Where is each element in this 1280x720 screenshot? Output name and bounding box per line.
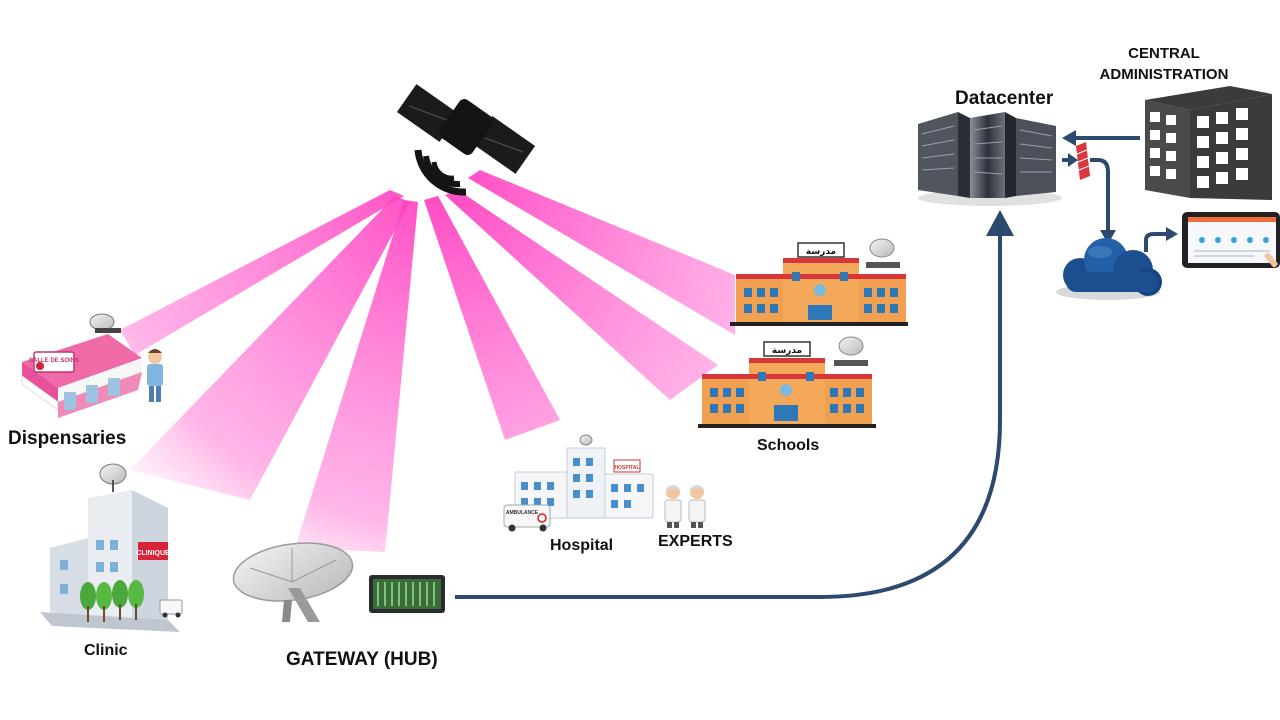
beam-hospital [424, 196, 560, 440]
firewall-to-cloud-link [1090, 158, 1110, 232]
hospital-icon: HOSPITAL AMBULANCE [503, 434, 654, 532]
experts-label: EXPERTS [658, 533, 733, 550]
beam-dispensaries [120, 190, 404, 355]
datacenter-arrowhead [986, 210, 1014, 236]
firewall-icon [1076, 142, 1090, 180]
server-rack-icon [918, 112, 1062, 206]
clinic-icon: CLINIQUE [40, 463, 183, 632]
hospital-sign: HOSPITAL [615, 465, 640, 471]
satellite-dish-icon [99, 463, 127, 492]
ambulance-sign: AMBULANCE [506, 510, 539, 516]
central-admin-label-line2: ADMINISTRATION [1099, 66, 1229, 83]
school-sign: مدرسة [772, 346, 802, 356]
gateway-label: GATEWAY (HUB) [286, 649, 438, 670]
gateway-dish-icon [232, 542, 354, 622]
beam-gateway [295, 200, 418, 552]
satellite-dish-icon [834, 336, 868, 366]
dispensaries-label: Dispensaries [8, 428, 127, 449]
doctor-icon [664, 485, 706, 528]
dispensary-icon: SALLE DE SOINS [21, 313, 142, 418]
beam-clinic [130, 196, 410, 500]
tablet-icon [1182, 212, 1280, 268]
hub-modem-icon [369, 575, 445, 613]
ambulance-icon [159, 599, 183, 618]
satellite-dish-icon [579, 434, 593, 446]
satellite-icon [396, 84, 536, 196]
satellite-beams [120, 170, 735, 552]
hub-to-datacenter-link [455, 232, 1002, 599]
satellite-dish-icon [89, 313, 121, 333]
hospital-label: Hospital [550, 537, 614, 554]
school-icon: مدرسة [730, 238, 908, 326]
office-building-icon [1145, 86, 1272, 200]
admin-arrowhead [1062, 130, 1076, 146]
datacenter-label: Datacenter [955, 88, 1054, 109]
cloud-to-tablet-link [1144, 232, 1168, 252]
clinic-label: Clinic [84, 642, 128, 659]
satellite-dish-icon [866, 238, 900, 268]
cloud-icon [1056, 238, 1162, 300]
central-admin-label-line1: CENTRAL [1128, 45, 1200, 62]
ambulance-icon: AMBULANCE [503, 504, 551, 532]
dispensary-sign: SALLE DE SOINS [29, 358, 79, 364]
schools-label: Schools [757, 437, 820, 454]
beam-school-lower [445, 190, 718, 400]
school-sign: مدرسة [806, 247, 836, 257]
trees [80, 580, 144, 622]
nurse-icon [147, 349, 163, 402]
clinic-sign: CLINIQUE [136, 550, 170, 557]
beam-school-upper [468, 170, 735, 335]
firewall-arrowhead [1068, 153, 1078, 167]
school-icon: مدرسة [698, 336, 876, 428]
cloud-arrowhead [1100, 230, 1116, 244]
tablet-arrowhead [1166, 227, 1178, 241]
